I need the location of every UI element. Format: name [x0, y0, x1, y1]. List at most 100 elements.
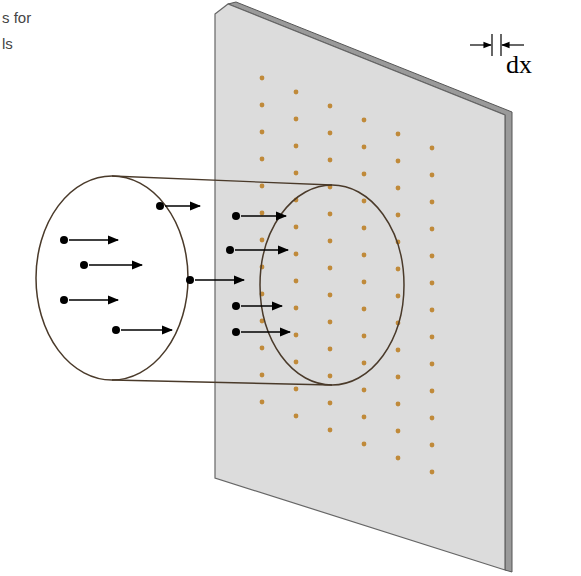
- velocity-arrow: [241, 305, 282, 307]
- nucleus-dot: [362, 253, 367, 258]
- nucleus-dot: [294, 279, 299, 284]
- nucleus-dot: [328, 293, 333, 298]
- particle-dot: [112, 326, 120, 334]
- target-nuclei: [260, 76, 435, 475]
- velocity-arrow: [241, 215, 286, 217]
- nucleus-dot: [328, 104, 333, 109]
- particle-dot: [60, 236, 68, 244]
- nucleus-dot: [362, 145, 367, 150]
- nucleus-dot: [294, 171, 299, 176]
- nucleus-dot: [260, 130, 265, 135]
- nucleus-dot: [328, 374, 333, 379]
- particle-dot: [232, 328, 240, 336]
- velocity-arrow: [235, 249, 288, 251]
- nucleus-dot: [294, 306, 299, 311]
- nucleus-dot: [294, 117, 299, 122]
- particle-dot: [60, 296, 68, 304]
- nucleus-dot: [328, 239, 333, 244]
- nucleus-dot: [430, 443, 435, 448]
- nucleus-dot: [328, 212, 333, 217]
- nucleus-dot: [396, 456, 401, 461]
- nucleus-dot: [362, 442, 367, 447]
- incident-particles: [60, 202, 290, 336]
- nucleus-dot: [430, 254, 435, 259]
- velocity-arrow: [241, 331, 290, 333]
- beam-outline: [112, 176, 332, 185]
- nucleus-dot: [328, 158, 333, 163]
- nucleus-dot: [328, 320, 333, 325]
- velocity-arrow: [69, 299, 118, 301]
- nucleus-dot: [430, 227, 435, 232]
- nucleus-dot: [294, 387, 299, 392]
- nucleus-dot: [430, 200, 435, 205]
- particle-dot: [156, 202, 164, 210]
- nucleus-dot: [260, 157, 265, 162]
- nucleus-dot: [362, 388, 367, 393]
- target-slab: [215, 4, 505, 570]
- particle-dot: [232, 302, 240, 310]
- nucleus-dot: [396, 375, 401, 380]
- beam-area: [260, 185, 404, 385]
- particle-dot: [226, 246, 234, 254]
- nucleus-dot: [396, 132, 401, 137]
- nucleus-dot: [294, 90, 299, 95]
- nucleus-dot: [396, 267, 401, 272]
- nucleus-dot: [430, 173, 435, 178]
- nucleus-dot: [430, 146, 435, 151]
- particle-dot: [186, 276, 194, 284]
- nucleus-dot: [328, 401, 333, 406]
- nucleus-dot: [328, 347, 333, 352]
- caption-fragment: ls: [2, 36, 13, 53]
- nucleus-dot: [328, 266, 333, 271]
- nucleus-dot: [362, 415, 367, 420]
- nucleus-dot: [362, 118, 367, 123]
- nucleus-dot: [430, 362, 435, 367]
- nucleus-dot: [362, 361, 367, 366]
- nucleus-dot: [294, 414, 299, 419]
- nucleus-dot: [396, 294, 401, 299]
- nucleus-dot: [430, 308, 435, 313]
- velocity-arrow: [165, 205, 200, 207]
- nucleus-dot: [430, 389, 435, 394]
- particle-dot: [80, 261, 88, 269]
- nucleus-dot: [396, 159, 401, 164]
- nucleus-dot: [396, 402, 401, 407]
- nucleus-dot: [294, 144, 299, 149]
- nucleus-dot: [362, 172, 367, 177]
- nucleus-dot: [362, 280, 367, 285]
- nucleus-dot: [328, 428, 333, 433]
- nucleus-dot: [430, 281, 435, 286]
- nucleus-dot: [260, 211, 265, 216]
- nucleus-dot: [260, 238, 265, 243]
- velocity-arrow: [89, 264, 142, 266]
- nucleus-dot: [260, 103, 265, 108]
- nucleus-dot: [328, 131, 333, 136]
- nucleus-dot: [362, 199, 367, 204]
- nucleus-dot: [260, 400, 265, 405]
- nucleus-dot: [430, 335, 435, 340]
- nucleus-dot: [362, 334, 367, 339]
- nucleus-dot: [362, 226, 367, 231]
- nucleus-dot: [430, 470, 435, 475]
- nucleus-dot: [294, 360, 299, 365]
- velocity-arrow: [69, 239, 118, 241]
- particle-dot: [232, 212, 240, 220]
- nucleus-dot: [396, 186, 401, 191]
- caption-fragment: s for: [2, 10, 31, 27]
- nucleus-dot: [294, 252, 299, 257]
- nucleus-dot: [396, 429, 401, 434]
- nucleus-dot: [396, 348, 401, 353]
- nucleus-dot: [396, 213, 401, 218]
- beam-outline: [112, 380, 332, 385]
- nucleus-dot: [294, 225, 299, 230]
- nucleus-dot: [294, 333, 299, 338]
- nucleus-dot: [430, 416, 435, 421]
- thickness-label: dx: [506, 52, 532, 78]
- nucleus-dot: [362, 307, 367, 312]
- velocity-arrow: [121, 329, 172, 331]
- nucleus-dot: [260, 373, 265, 378]
- nucleus-dot: [260, 346, 265, 351]
- nucleus-dot: [260, 184, 265, 189]
- nucleus-dot: [260, 76, 265, 81]
